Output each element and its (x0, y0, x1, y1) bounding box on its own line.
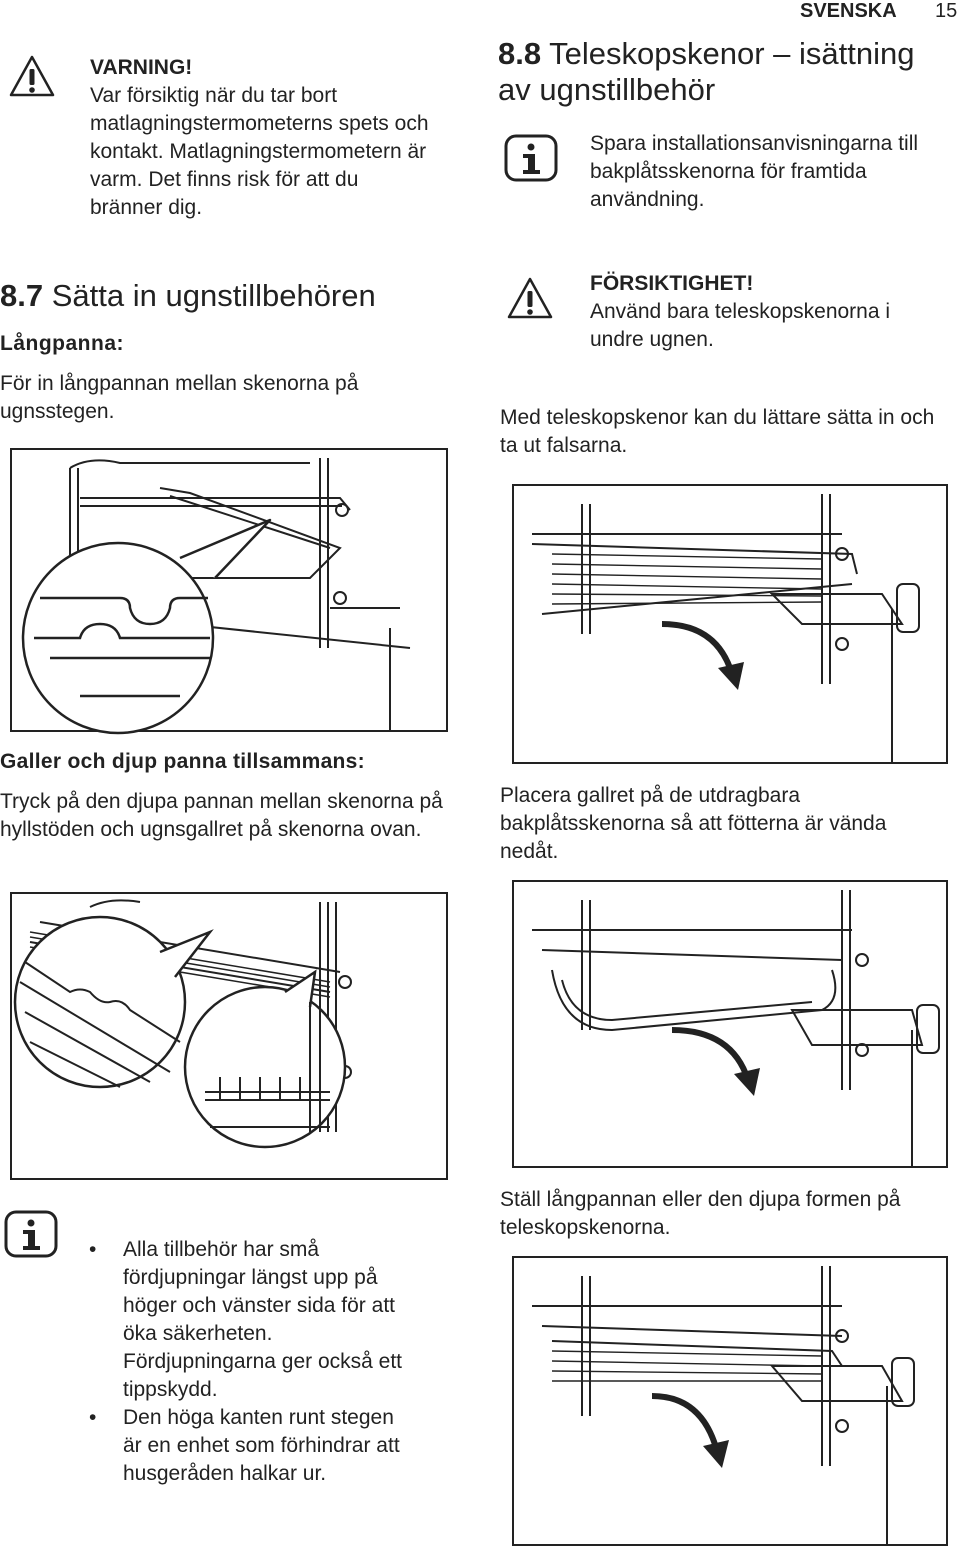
caution-icon (506, 276, 554, 320)
intro-text: Med teleskopskenor kan du lättare sätta … (500, 406, 935, 457)
info-icon-notes (4, 1210, 58, 1258)
section-88-title-line2: av ugnstillbehör (498, 72, 716, 107)
galler-label: Galler och djup panna tillsammans: (0, 750, 365, 773)
warning-text: Var försiktig när du tar bort matlagning… (90, 84, 429, 219)
page-number: 15 (935, 0, 958, 22)
figure-langpanna-teleskop (512, 880, 950, 1170)
warning-title: VARNING! (90, 56, 193, 79)
figure-djup-form-teleskop (512, 1256, 950, 1548)
info-text: Spara installationsanvisningarna till ba… (590, 132, 919, 211)
galler-text: Tryck på den djupa pannan mellan skenorn… (0, 790, 443, 841)
figure-galler-teleskop (512, 484, 950, 766)
step2-text: Ställ långpannan eller den djupa formen … (500, 1188, 901, 1239)
section-88-title-line1: Teleskopskenor – isättning (549, 36, 915, 71)
info-icon (504, 134, 558, 182)
list-item: Den höga kanten runt stegen är en enhet … (86, 1404, 416, 1488)
section-88-heading: 8.8 Teleskopskenor – isättning av ugnsti… (498, 36, 958, 108)
section-87-heading: 8.7 Sätta in ugnstillbehören (0, 278, 470, 314)
figure-langpanna (10, 448, 450, 740)
caution-block: FÖRSIKTIGHET! Använd bara teleskopskenor… (590, 270, 910, 354)
list-item: Alla tillbehör har små fördjupningar län… (86, 1236, 416, 1404)
caution-title: FÖRSIKTIGHET! (590, 272, 754, 295)
section-87-title: Sätta in ugnstillbehören (51, 278, 376, 313)
notes-list-wrap: Alla tillbehör har små fördjupningar län… (86, 1236, 416, 1488)
langpanna-text: För in långpannan mellan skenorna på ugn… (0, 372, 359, 423)
figure-galler-djup-panna (10, 892, 450, 1182)
caution-text: Använd bara teleskopskenorna i undre ugn… (590, 300, 891, 351)
step1-text: Placera gallret på de utdragbara bakplåt… (500, 784, 887, 863)
section-88-number: 8.8 (498, 36, 542, 71)
warning-icon (8, 54, 56, 98)
notes-list: Alla tillbehör har små fördjupningar län… (86, 1236, 416, 1488)
header-language: SVENSKA (800, 0, 897, 22)
section-87-number: 8.7 (0, 278, 44, 313)
warning-block: VARNING! Var försiktig när du tar bort m… (90, 54, 430, 222)
langpanna-label: Långpanna: (0, 332, 124, 355)
